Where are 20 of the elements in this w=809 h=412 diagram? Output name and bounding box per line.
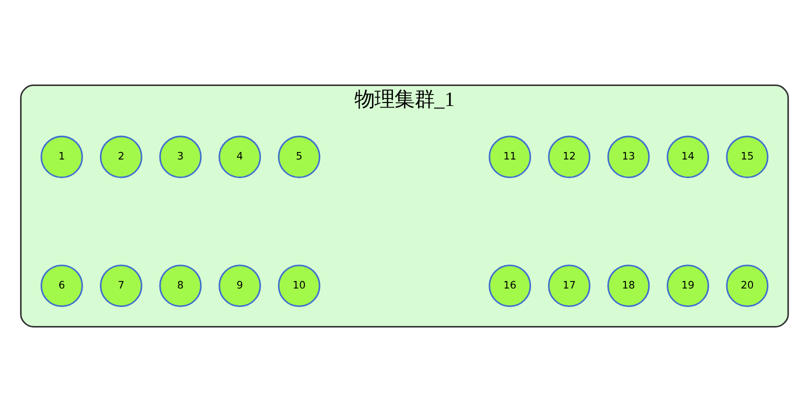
node-circle: 18 <box>607 264 650 308</box>
node-circle: 9 <box>218 264 262 308</box>
node-circle: 17 <box>548 264 590 308</box>
node-circle: 10 <box>278 264 320 308</box>
node-circle: 13 <box>607 136 650 178</box>
node-circle: 3 <box>159 136 202 178</box>
node-circle: 6 <box>40 264 83 308</box>
node-circle: 15 <box>726 136 768 178</box>
node-circle: 4 <box>218 136 262 178</box>
node-circle: 8 <box>159 264 202 308</box>
node-circle: 7 <box>100 264 142 308</box>
node-circle: 11 <box>488 136 532 178</box>
node-circle: 5 <box>278 136 320 178</box>
node-circle: 2 <box>100 136 142 178</box>
node-circle: 20 <box>726 264 768 308</box>
node-circle: 12 <box>548 136 590 178</box>
node-circle: 19 <box>666 264 710 308</box>
node-circle: 14 <box>666 136 710 178</box>
node-circle: 1 <box>40 136 83 178</box>
node-circle: 16 <box>488 264 532 308</box>
